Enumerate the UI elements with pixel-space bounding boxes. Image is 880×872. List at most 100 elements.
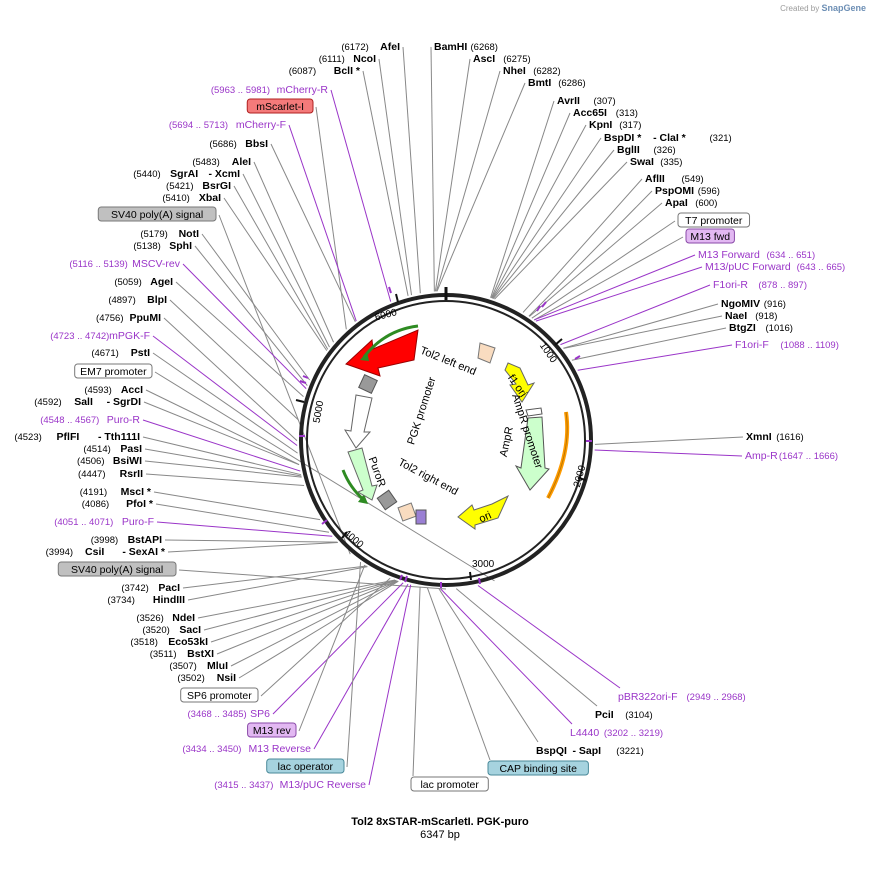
site-name: NdeI [172,612,195,624]
site-position: (5963 .. 5981) [211,85,270,96]
connector-line [368,584,412,786]
primer-name: F1ori-R [713,279,748,291]
feature-box-label: M13 rev [253,725,292,737]
connector-line [402,46,421,294]
label-left-44: M13 rev [247,722,297,738]
site-name: BspQI [536,745,567,757]
site-name: BclI * [334,65,361,77]
primer-name: M13/pUC Reverse [280,779,367,791]
connector-line [430,46,435,292]
pgk-promoter-arrow [344,394,373,449]
connector-line [169,299,299,421]
label-right-25: PciI(3104) [595,709,653,721]
feature-box-label: M13 fwd [690,231,730,243]
site-position: (596) [698,186,720,197]
tick-mark [554,338,563,346]
label-left-9: BsrGI(5421) [166,180,231,192]
site-name: Acc65I [573,107,607,119]
label-left-18: mPGK-F(4723 .. 4742) [50,330,150,342]
connector-line [175,281,304,397]
label-right-21: F1ori-F(1088 .. 1109) [735,339,839,351]
site-position: (3221) [616,746,643,757]
site-name: SalI [74,396,93,408]
feature-box [180,687,259,703]
site-name: BglII [617,144,640,156]
primer-mark [536,305,541,312]
label-left-21: AccI(4593) [84,384,143,396]
labels-right: BamHI(6268)AscI(6275)NheI(6282)BmtI(6286… [410,41,845,792]
connector-line [491,124,587,299]
label-left-6: BbsI(5686) [209,138,268,150]
connector-line [534,254,696,321]
label-right-20: BtgZI(1016) [729,322,793,334]
tick-mark [295,399,305,403]
label-right-13: T7 promoter [677,212,751,228]
feature-box-label: mScarlet-I [256,101,304,113]
connector-line [490,112,571,299]
site-name: BamHI [434,41,467,53]
connector-line [145,473,305,486]
label-left-32: - SexAI *CsiI(3994) [46,546,166,558]
primer-name: Amp-R [745,450,778,462]
f1-ori-arrow [504,362,536,403]
site-name: BtgZI [729,322,756,334]
feature-block [358,374,378,394]
site-name: AfeI [380,41,400,53]
connector-line [492,137,602,299]
site-position: (3518) [130,637,157,648]
primer-name: M13 Forward [698,249,760,261]
site-name: XmnI [746,431,772,443]
site-position: (4548 .. 4567) [40,415,99,426]
site-name: KpnI [589,119,612,131]
connector-line [154,371,495,582]
connector-line [153,491,321,521]
site-position: (5410) [162,193,189,204]
connector-line [571,327,727,361]
backbone-outer [299,293,593,587]
site-position: (5686) [209,139,236,150]
site-position: (5138) [133,241,160,252]
site-name: ApaI [665,197,688,209]
site-position: (3520) [142,625,169,636]
label-right-28: CAP binding site [487,760,589,776]
feature-box [247,722,297,738]
label-left-42: SP6 promoter [180,687,259,703]
site-position: (3734) [107,595,134,606]
primer-name: pBR322ori-F [618,691,678,703]
lac-feature-block [415,509,427,525]
primer-mark [388,286,392,294]
label-right-2: NheI(6282) [503,65,561,77]
connector-line [434,58,471,292]
connector-line [210,579,397,643]
connector-line [455,588,598,707]
connector-line [563,303,719,349]
connector-line [436,82,526,292]
connector-line [346,562,362,768]
site-position: (918) [755,311,777,322]
site-name: MscI * [121,486,152,498]
site-position: (4051 .. 4071) [54,517,113,528]
label-left-38: Eco53kI (3518) [130,636,208,648]
site-name: Eco53kI [168,636,208,648]
label-right-7: BspDI *- ClaI *(321) [604,132,732,144]
connector-line [440,588,573,725]
site-name: NheI [503,65,526,77]
connector-line [490,100,555,298]
feature-box-label: SP6 promoter [187,690,252,702]
snapgene-credit: Created by SnapGene [780,3,866,13]
label-right-8: BglII(326) [617,144,676,156]
label-left-46: lac operator [266,758,345,774]
site-name: PspOMI [655,185,694,197]
primer-name: F1ori-F [735,339,769,351]
site-position: (3742) [121,583,148,594]
site-position: (3202 .. 3219) [604,728,663,739]
site-name: BstAPI [128,534,163,546]
site-name: SphI [169,240,192,252]
label-left-35: HindIII(3734) [107,594,185,606]
connector-line [167,541,338,553]
connector-line [182,263,307,389]
feature-box-label: lac promoter [420,779,479,791]
connector-line [594,436,744,445]
site-position: (4723 .. 4742) [50,331,109,342]
label-left-12: NotI(5179) [140,228,199,240]
